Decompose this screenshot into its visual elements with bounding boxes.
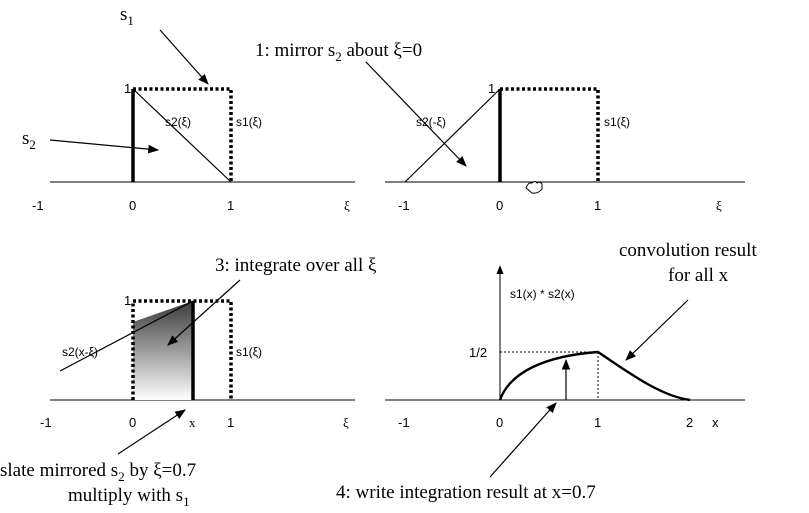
panel2-tick-1: 1 (594, 198, 601, 213)
panel3-tick-x: x (189, 415, 196, 430)
annotations: s1 s2 1: mirror s2 about ξ=0 3: integrat… (0, 4, 757, 509)
panel-1: 1 -1 0 1 ξ s2(ξ) s1(ξ) (32, 81, 355, 213)
panel3-s2-label: s2(x-ξ) (62, 345, 98, 359)
panel2-tick-0: 0 (496, 198, 503, 213)
result-arrow (625, 299, 689, 361)
panel3-s2-diagonal (59, 300, 194, 372)
panel-2: 1 -1 0 1 ξ s2(-ξ) s1(ξ) (385, 81, 745, 213)
panel2-ytick-1: 1 (488, 81, 495, 96)
s1-callout-arrow (159, 29, 209, 85)
panel3-tick-0: 0 (129, 415, 136, 430)
step2-arrow (117, 409, 186, 455)
panel4-ytick-half: 1/2 (469, 345, 487, 360)
panel1-s2-diagonal (132, 88, 232, 183)
panel2-s2-label: s2(-ξ) (416, 115, 446, 129)
panel1-tick-1: 1 (227, 198, 234, 213)
panel3-tick-neg1: -1 (40, 415, 52, 430)
panel4-convolution-curve (498, 350, 691, 402)
panel-3: 1 -1 0 x 1 ξ s2(x-ξ) s1(ξ) (40, 293, 355, 430)
panel3-s1-box (131, 299, 233, 400)
panel3-tick-1: 1 (227, 415, 234, 430)
panel2-s1-box (500, 87, 600, 182)
panel2-s2-diagonal (404, 88, 501, 183)
s2-callout: s2 (22, 128, 36, 152)
panel1-s2-label: s2(ξ) (165, 115, 191, 129)
step3-text: 3: integrate over all ξ (215, 255, 377, 276)
step4-arrow (489, 402, 557, 478)
step2-text-line1: slate mirrored s2 by ξ=0.7 (0, 460, 196, 484)
s1-callout: s1 (120, 4, 134, 28)
panel-4: 1/2 -1 0 1 2 x s1(x) * s2(x) (385, 265, 745, 430)
result-text-line1: convolution result (619, 240, 757, 261)
panel2-tick-neg1: -1 (398, 198, 410, 213)
panel4-tick-2: 2 (686, 415, 693, 430)
step1-arrow (365, 61, 467, 167)
panel1-ytick-1: 1 (124, 81, 131, 96)
panel4-y-label: s1(x) * s2(x) (510, 287, 575, 301)
panel1-s1-label: s1(ξ) (236, 115, 262, 129)
panel1-s1-box (133, 87, 233, 182)
panel4-tick-neg1: -1 (398, 415, 410, 430)
hand-cursor-icon (525, 181, 543, 194)
panel3-axis-label: ξ (343, 415, 349, 430)
step2-text-line2: multiply with s1 (68, 485, 190, 509)
panel3-ytick-1: 1 (124, 293, 131, 308)
panel1-axis-label: ξ (344, 198, 350, 213)
panel4-tick-0: 0 (496, 415, 503, 430)
panel4-tick-1: 1 (594, 415, 601, 430)
panel1-tick-0: 0 (129, 198, 136, 213)
panel3-overlap-area (133, 301, 193, 400)
panel2-axis-label: ξ (716, 198, 722, 213)
result-text-line2: for all x (668, 265, 729, 286)
panel2-s1-label: s1(ξ) (604, 115, 630, 129)
panel1-tick-neg1: -1 (32, 198, 44, 213)
s2-callout-arrow (49, 139, 160, 154)
step4-text: 4: write integration result at x=0.7 (336, 482, 596, 503)
panel4-axis-label: x (712, 415, 719, 430)
panel3-s1-label: s1(ξ) (236, 345, 262, 359)
step1-text: 1: mirror s2 about ξ=0 (255, 40, 422, 64)
step3-arrow (167, 279, 241, 346)
